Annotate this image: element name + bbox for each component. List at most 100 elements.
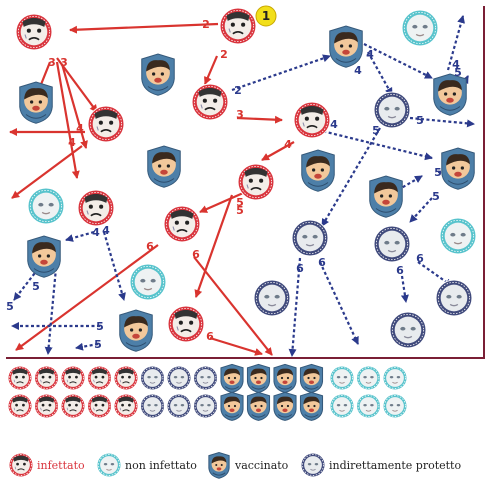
summary-protected-icon <box>193 365 218 391</box>
infected-node <box>167 305 205 343</box>
vaccinated-node <box>301 149 335 192</box>
infection-arrow <box>55 61 80 179</box>
step-number-label: 6 <box>192 248 200 261</box>
infection-arrow <box>236 115 283 124</box>
uninfected-node <box>401 9 439 47</box>
step-number-label: 4 <box>452 58 460 71</box>
protection-arrow <box>397 175 423 191</box>
step-number-label: 5 <box>432 190 440 203</box>
summary-vaccinated-icon <box>299 363 324 393</box>
step-number-label: 5 <box>32 280 40 293</box>
step-number-label: 6 <box>396 264 404 277</box>
legend-vaccinated: vaccinato <box>206 451 288 479</box>
vaccinated-node <box>369 175 403 218</box>
step-number-label: 4 <box>284 138 292 151</box>
step-number-label: 4 <box>366 48 374 61</box>
legend-label-infected: infettato <box>37 458 85 472</box>
legend-protected-glyph <box>300 452 326 478</box>
summary-protected-icon <box>166 365 192 391</box>
summary-vaccinated-icon <box>273 391 297 421</box>
step-number-label: 2 <box>220 48 228 61</box>
protected-node <box>373 225 411 263</box>
infection-arrow <box>60 63 88 149</box>
infected-node <box>15 13 53 51</box>
protection-arrow <box>321 127 381 227</box>
step-number-label: 4 <box>102 224 110 237</box>
summary-vaccinated-icon <box>273 363 297 393</box>
step-number-label: 4 <box>92 226 100 239</box>
legend-vaccinated-glyph <box>208 451 230 479</box>
protected-node <box>389 311 427 349</box>
summary-vaccinated-icon <box>220 391 244 421</box>
protection-arrow <box>13 255 49 301</box>
infected-node <box>87 105 125 143</box>
protection-arrow <box>75 342 99 351</box>
summary-vaccinated-icon <box>220 363 244 393</box>
step-number-label: 5 <box>236 204 244 217</box>
vaccinated-node <box>433 73 467 116</box>
step-number-label: 6 <box>416 252 424 265</box>
infected-node <box>219 7 257 45</box>
legend-protected: indirettamente protetto <box>300 452 461 478</box>
summary-uninfected-icon <box>329 393 355 419</box>
summary-infected-icon <box>7 365 33 391</box>
protection-arrow <box>65 230 95 242</box>
step-number-label: 4 <box>76 122 84 135</box>
vaccinated-node <box>147 145 181 188</box>
protection-arrow <box>400 275 409 303</box>
summary-vaccinated-icon <box>299 391 324 421</box>
legend-protected-icon <box>300 452 326 478</box>
start-badge: 1 <box>255 5 277 27</box>
legend-infected: infettato <box>8 452 85 478</box>
legend-uninfected: non infettato <box>96 452 197 478</box>
summary-uninfected-icon <box>382 393 408 419</box>
infection-arrow <box>193 256 273 356</box>
summary-vaccinated-icon <box>246 363 271 393</box>
summary-infected-icon <box>113 365 139 391</box>
step-number-label: 6 <box>296 262 304 275</box>
summary-protected-icon <box>193 393 218 419</box>
start-badge-label: 1 <box>262 9 270 23</box>
legend-infected-icon <box>8 452 34 478</box>
protection-arrow <box>363 43 433 79</box>
infected-node <box>293 101 331 139</box>
summary-uninfected-icon <box>356 365 381 391</box>
vaccinated-node <box>329 25 363 68</box>
step-number-label: 5 <box>94 338 102 351</box>
protected-node <box>291 219 329 257</box>
diagram-frame <box>6 6 485 359</box>
protected-node <box>373 91 411 129</box>
infection-arrow <box>261 141 295 161</box>
step-number-label: 3 <box>48 56 56 69</box>
protected-node <box>253 279 291 317</box>
step-number-label: 2 <box>234 84 242 97</box>
step-number-label: 6 <box>318 256 326 269</box>
infection-arrow <box>203 55 219 85</box>
protection-arrow <box>446 15 465 71</box>
summary-protected-icon <box>140 365 165 391</box>
step-number-label: 6 <box>146 240 154 253</box>
infected-node <box>237 163 275 201</box>
legend-uninfected-glyph <box>96 452 122 478</box>
vaccinated-node <box>441 147 475 190</box>
infection-arrow <box>194 194 234 298</box>
step-number-label: 2 <box>202 18 210 31</box>
vaccinated-node <box>119 309 153 352</box>
step-number-label: 5 <box>372 124 380 137</box>
summary-infected-icon <box>60 365 86 391</box>
summary-infected-icon <box>87 393 112 419</box>
protection-arrow <box>231 54 331 92</box>
step-number-label: 5 <box>416 114 424 127</box>
step-number-label: 4 <box>68 136 76 149</box>
legend-vaccinated-icon <box>208 451 230 479</box>
step-number-label: 4 <box>354 64 362 77</box>
step-number-label: 6 <box>206 330 214 343</box>
summary-infected-icon <box>60 393 86 419</box>
legend-uninfected-icon <box>96 452 122 478</box>
legend-label-uninfected: non infettato <box>125 458 197 472</box>
step-number-label: 5 <box>434 166 442 179</box>
protection-arrow <box>102 231 126 301</box>
uninfected-node <box>27 187 65 225</box>
infected-node <box>163 205 201 243</box>
step-number-label: 3 <box>60 56 68 69</box>
